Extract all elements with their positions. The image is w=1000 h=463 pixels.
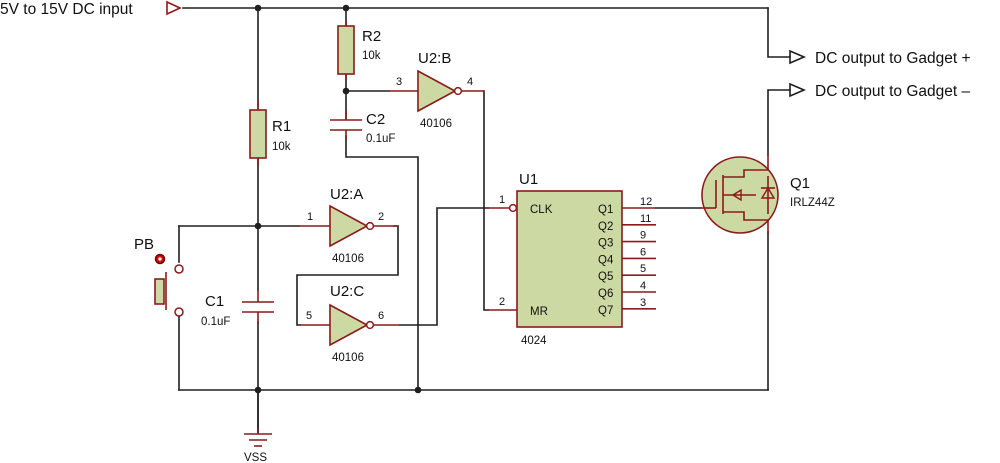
u2c-ref: U2:C — [330, 283, 364, 300]
u1-output-label: Q3 — [598, 238, 613, 250]
u1-output-1: Q1 12 — [598, 196, 656, 216]
output-plus-terminal: DC output to Gadget + — [789, 49, 971, 67]
u1-output-pin-number: 3 — [640, 297, 646, 309]
mosfet-q1: Q1 IRLZ44Z — [700, 155, 835, 234]
capacitor-c1: C1 0.1uF — [201, 290, 274, 328]
c2-ref: C2 — [366, 111, 385, 128]
u1-clk-pin: 1 — [499, 194, 505, 206]
u1-output-pin-number: 4 — [640, 280, 646, 292]
u1-output-3: Q3 9 — [598, 230, 656, 250]
ground-label: VSS — [244, 452, 267, 463]
pb-ref: PB — [134, 236, 154, 253]
q1-ref: Q1 — [790, 175, 810, 192]
u1-output-label: Q4 — [598, 254, 614, 266]
inverter-u2a: U2:A 40106 1 2 — [299, 186, 398, 265]
q1-part: IRLZ44Z — [790, 197, 835, 209]
u1-output-2: Q2 11 — [598, 213, 656, 233]
u2a-pin-in: 1 — [307, 211, 313, 223]
u2c-pin-in: 5 — [306, 310, 312, 322]
c1-ref: C1 — [205, 293, 224, 310]
ic-u1-4024: U1 4024 CLK MR 1 2 Q112Q211Q39Q46Q55Q64Q… — [488, 171, 656, 347]
u1-output-label: Q6 — [598, 288, 613, 300]
u2b-part: 40106 — [420, 118, 452, 130]
pushbutton-pb: PB — [134, 236, 184, 317]
output-minus-terminal: DC output to Gadget – — [789, 82, 970, 100]
u1-output-4: Q4 6 — [598, 246, 656, 266]
u1-output-7: Q7 3 — [598, 297, 656, 317]
capacitor-c2: C2 0.1uF — [330, 110, 395, 145]
input-label: 5V to 15V DC input — [0, 1, 133, 18]
u1-output-label: Q2 — [598, 221, 613, 233]
u2a-part: 40106 — [332, 253, 364, 265]
r2-ref: R2 — [362, 28, 381, 45]
u2c-pin-out: 6 — [378, 310, 384, 322]
u1-output-label: Q7 — [598, 305, 613, 317]
u1-clk-label: CLK — [530, 204, 553, 216]
ground-symbol: VSS — [244, 428, 272, 463]
c1-value: 0.1uF — [201, 316, 230, 328]
u1-output-pin-number: 12 — [640, 196, 652, 208]
resistor-r2: R2 10k — [337, 20, 381, 80]
u1-output-5: Q5 5 — [598, 263, 656, 283]
u2a-ref: U2:A — [330, 186, 363, 203]
u1-output-label: Q1 — [598, 204, 613, 216]
c2-value: 0.1uF — [366, 133, 395, 145]
u1-output-pin-number: 9 — [640, 230, 646, 242]
output-plus-label: DC output to Gadget + — [815, 50, 971, 67]
u1-output-pin-number: 5 — [640, 263, 646, 275]
u2b-ref: U2:B — [418, 50, 451, 67]
u1-output-pin-number: 11 — [640, 213, 651, 225]
inverter-u2b: U2:B 40106 3 4 — [389, 50, 484, 130]
r1-value: 10k — [272, 141, 291, 153]
u1-ref: U1 — [519, 171, 538, 188]
u2b-pin-out: 4 — [467, 76, 473, 88]
u1-mr-pin: 2 — [499, 296, 505, 308]
u2a-pin-out: 2 — [378, 211, 384, 223]
u1-output-6: Q6 4 — [598, 280, 656, 300]
r2-value: 10k — [362, 50, 381, 62]
u1-output-pin-number: 6 — [640, 246, 646, 258]
inverter-u2c: U2:C 40106 5 6 — [300, 283, 400, 364]
u2c-part: 40106 — [332, 352, 364, 364]
wires — [178, 7, 791, 433]
resistor-r1: R1 10k — [249, 100, 291, 166]
u1-part: 4024 — [521, 335, 547, 347]
input-terminal: 5V to 15V DC input — [0, 0, 182, 18]
output-minus-label: DC output to Gadget – — [815, 83, 970, 100]
u2b-pin-in: 3 — [396, 76, 402, 88]
r1-ref: R1 — [272, 118, 291, 135]
junction-dots — [254, 4, 422, 394]
u1-mr-label: MR — [530, 306, 548, 318]
u1-output-label: Q5 — [598, 271, 613, 283]
